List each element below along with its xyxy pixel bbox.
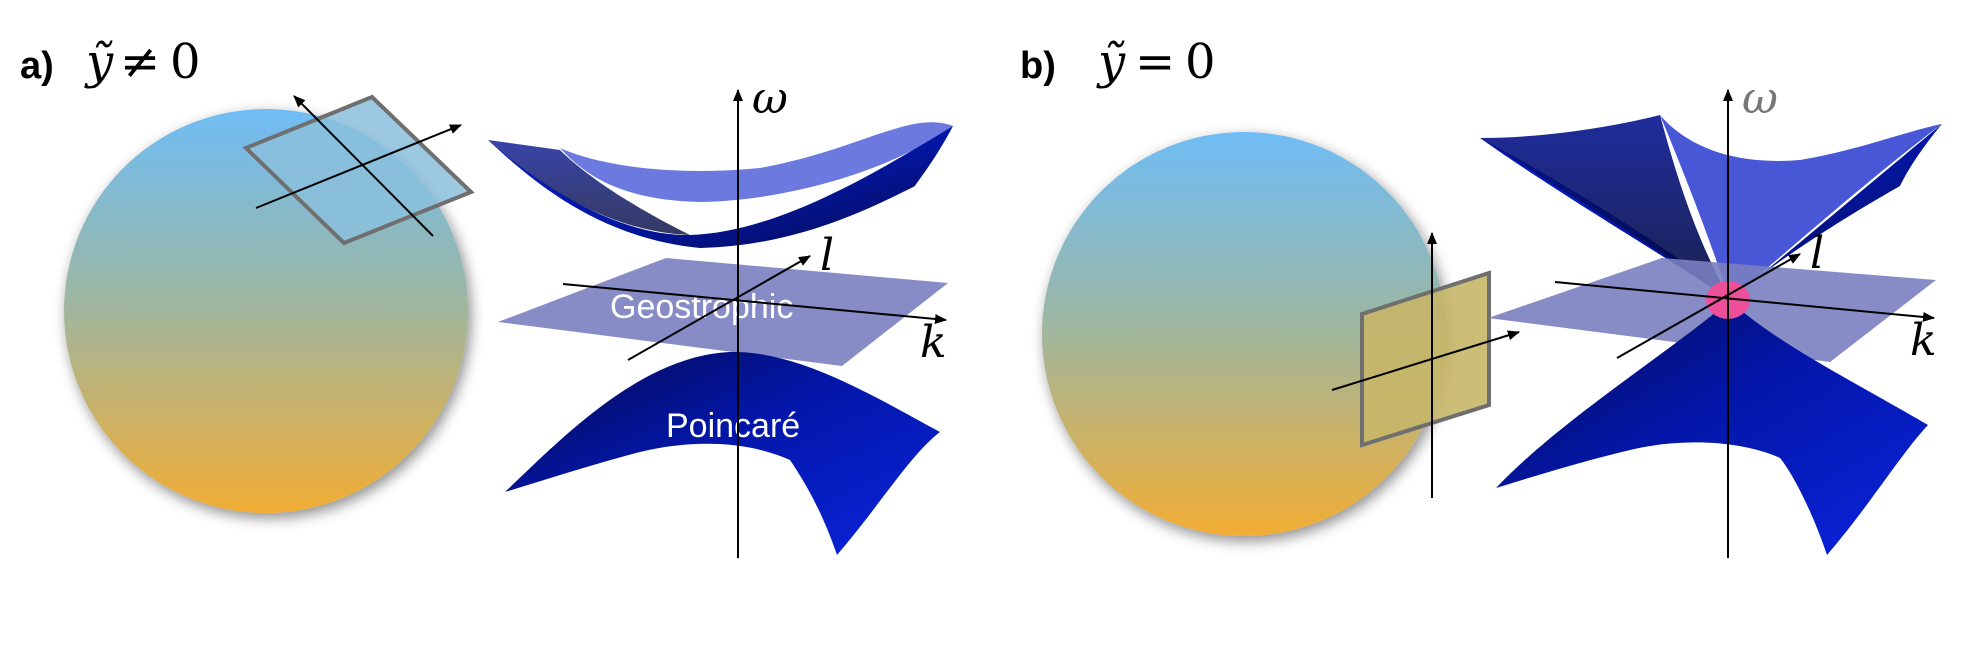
upper-cone-b-shade	[1480, 115, 1730, 300]
l-label-b: l	[1810, 228, 1824, 279]
tangent-axis-a-east	[255, 124, 462, 209]
k-axis-a	[562, 283, 947, 324]
panel-a-relation: ≠	[120, 34, 160, 90]
panel-a-letter: a)	[20, 45, 54, 87]
lower-cone-b	[1496, 300, 1928, 555]
upper-surface-a-shade	[488, 140, 690, 235]
tangent-plane-b	[1360, 270, 1491, 448]
l-axis-a	[627, 255, 811, 361]
upper-cone-b-rim	[1660, 115, 1942, 300]
upper-surface-a	[488, 126, 953, 248]
tangent-plane-a	[242, 94, 475, 246]
panel-b-value: 0	[1185, 34, 1216, 90]
panel-a-value: 0	[170, 34, 201, 90]
omega-label-a: ω	[752, 73, 788, 124]
upper-cone-b	[1480, 124, 1942, 300]
upper-surface-a-rim	[560, 122, 953, 202]
panel-b-relation: =	[1135, 34, 1175, 90]
geostrophic-label: Geostrophic	[610, 288, 793, 326]
tangent-axis-b-east	[1331, 330, 1520, 391]
poincare-label: Poincaré	[666, 407, 800, 445]
lower-surface-a	[505, 351, 940, 555]
panel-b-letter: b)	[1020, 45, 1056, 87]
l-axis-b	[1616, 253, 1801, 359]
omega-label-b: ω	[1742, 73, 1778, 124]
k-label-b: k	[1910, 315, 1937, 366]
geostrophic-plane-a	[498, 258, 948, 366]
panel-b-y-tilde: ỹ	[1096, 34, 1126, 90]
k-axis-b	[1554, 281, 1935, 322]
tangent-axis-a-north	[293, 95, 434, 237]
k-label-a: k	[920, 317, 947, 368]
l-label-a: l	[820, 230, 834, 281]
sphere-b	[1042, 132, 1446, 536]
panel-a: a) ỹ ≠ 0 Geostrophic Poincaré ω k l	[20, 34, 953, 558]
panel-b: b) ỹ = 0 ω k l	[1020, 34, 1942, 558]
panel-a-y-tilde: ỹ	[84, 34, 114, 90]
